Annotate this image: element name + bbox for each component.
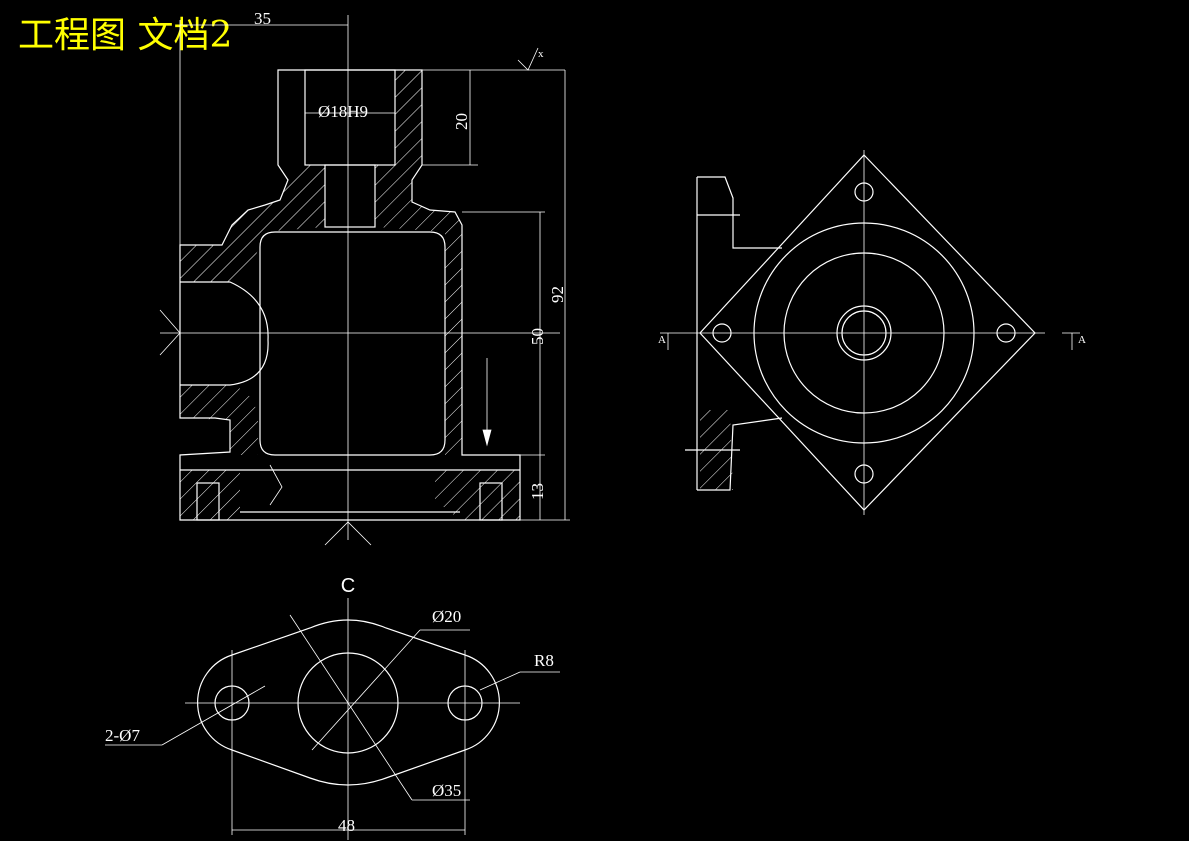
dim-bore-depth: 20 [452, 113, 471, 130]
hatch-regions [180, 70, 520, 520]
dim-bolt-holes: 2-Ø7 [105, 726, 140, 745]
dim-flange-height: 13 [528, 483, 547, 500]
view-c-dimension-lines [105, 598, 560, 840]
view-c [197, 619, 500, 786]
cavity [259, 231, 446, 456]
side-hatch [700, 410, 733, 490]
view-c-label: C [341, 575, 355, 597]
side-view [685, 154, 1036, 511]
front-dimension-lines [159, 15, 570, 546]
section-label-a-left: A [658, 334, 666, 346]
dim-total-height: 92 [548, 286, 567, 303]
side-centerlines [660, 150, 1080, 515]
surface-mark-label: x [538, 48, 544, 60]
section-label-a-right: A [1078, 334, 1086, 346]
dim-center-hole: Ø20 [432, 607, 461, 626]
flange-square [699, 154, 1036, 511]
drawing-title: 工程图 文档2 [18, 15, 233, 56]
dim-hole-spacing: 48 [338, 816, 355, 835]
dim-outer-boss: Ø35 [432, 781, 461, 800]
flange-outline [197, 619, 500, 786]
dim-bore: Ø18H9 [318, 102, 368, 121]
dim-top-width: 35 [254, 9, 271, 28]
dim-cavity-height: 50 [528, 328, 547, 345]
dim-corner-radius: R8 [534, 651, 554, 670]
